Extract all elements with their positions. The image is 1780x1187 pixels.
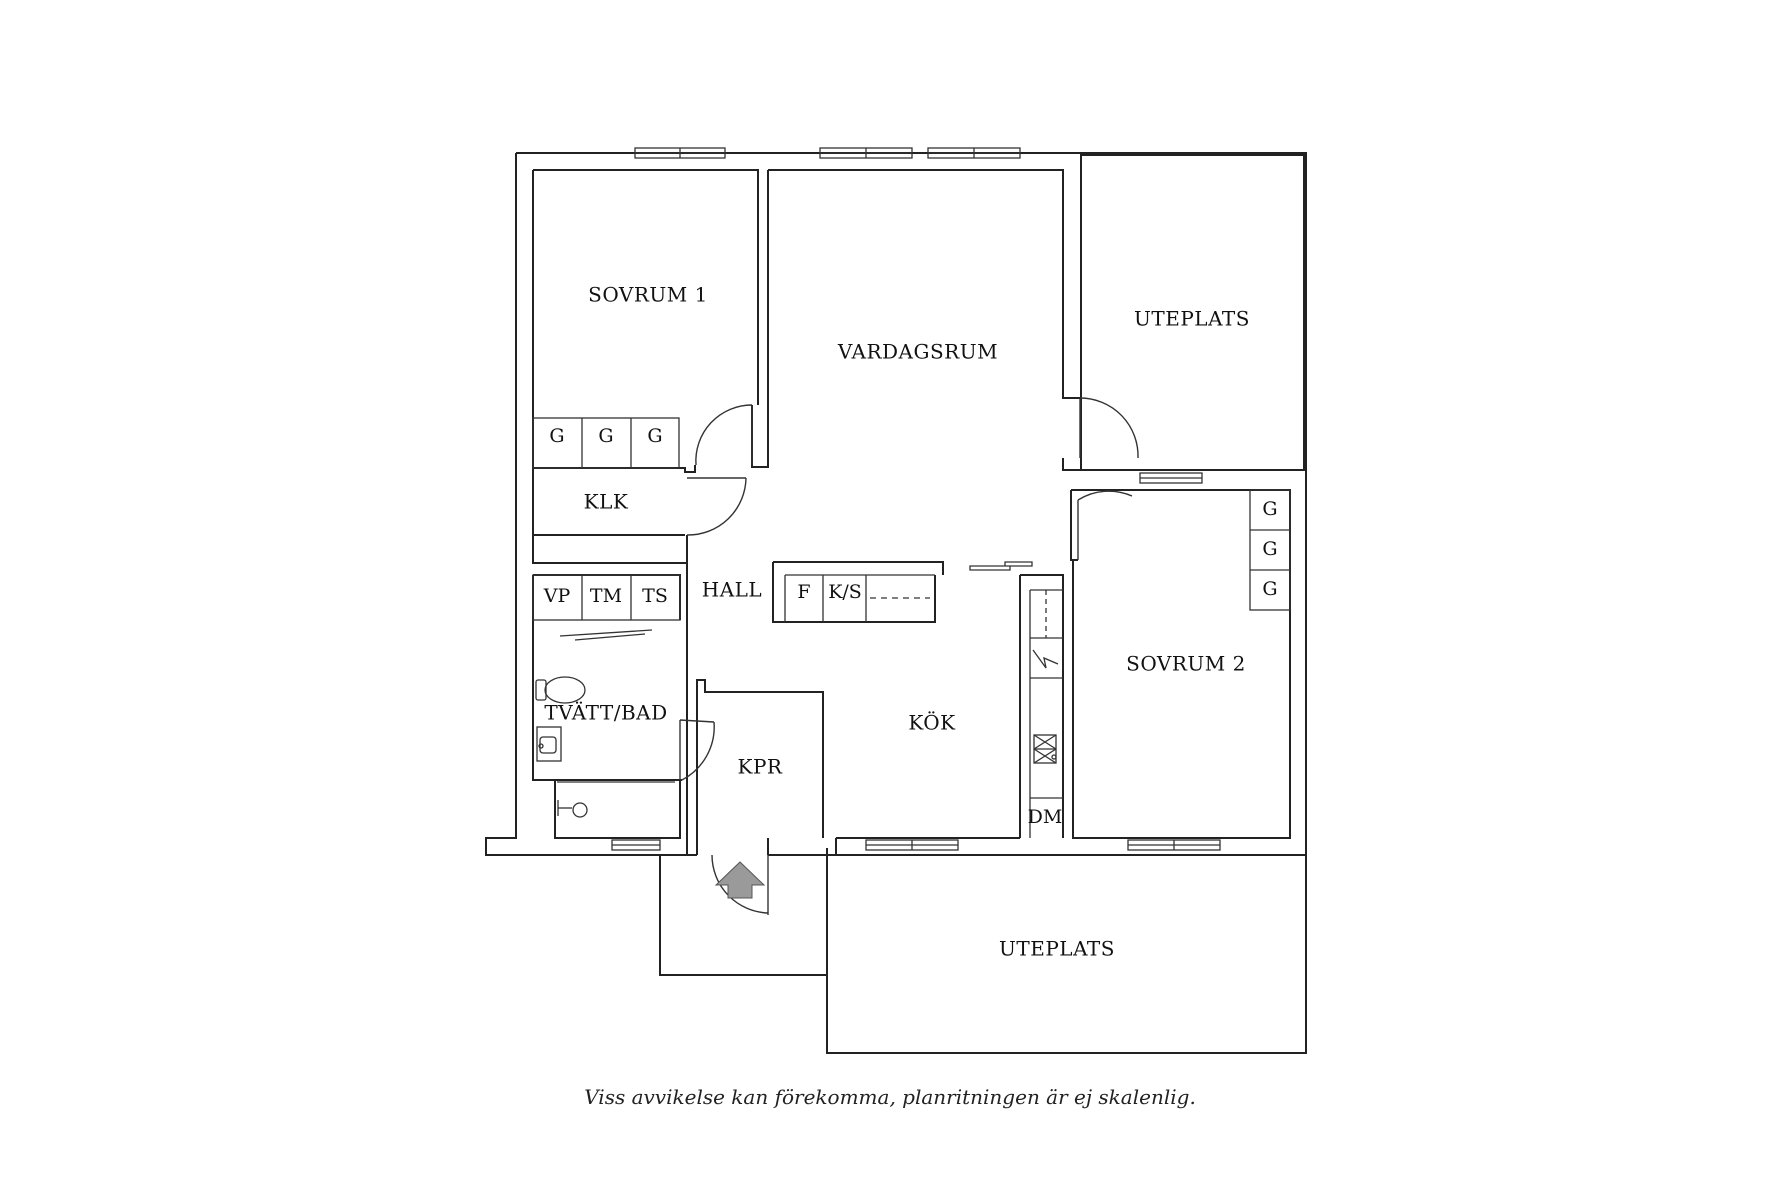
door-sovrum-2 [1077, 490, 1133, 560]
bathroom-fixtures [535, 676, 588, 818]
room-label-sovrum-1: SOVRUM 1 [588, 283, 708, 307]
window [634, 147, 726, 159]
room-label-uteplats-bottom: UTEPLATS [999, 937, 1115, 961]
window [611, 839, 661, 851]
washbasin-icon [536, 726, 562, 762]
door-klk [686, 477, 747, 536]
room-label-sovrum-2: SOVRUM 2 [1126, 652, 1246, 676]
room-labels: SOVRUM 1 VARDAGSRUM UTEPLATS KLK HALL TV… [544, 283, 1250, 961]
room-label-uteplats-top: UTEPLATS [1134, 307, 1250, 331]
sliding-door-bath [559, 629, 653, 641]
window [927, 147, 1021, 159]
hall-counter [784, 574, 935, 622]
window [1127, 839, 1221, 851]
interior-walls [532, 169, 1291, 855]
fixture-label-vp: VP [543, 585, 571, 607]
room-label-kpr: KPR [738, 755, 783, 779]
utility-row [532, 574, 681, 621]
wardrobes-sovrum-1 [532, 417, 680, 469]
wardrobe-label: G [647, 425, 662, 447]
room-label-tvatt-bad: TVÄTT/BAD [544, 701, 667, 725]
door-bath [679, 719, 715, 781]
fixture-label-ts: TS [642, 585, 668, 607]
disclaimer-caption: Viss avvikelse kan förekomma, planritnin… [584, 1085, 1196, 1109]
window [1139, 472, 1203, 484]
wardrobe-label: G [1262, 498, 1277, 520]
stove-symbol [1032, 649, 1059, 669]
fixture-labels: G G G G G G VP TM TS F K/S DM [543, 425, 1278, 828]
wardrobe-label: G [1262, 538, 1277, 560]
fixture-label-ks: K/S [828, 581, 862, 603]
wardrobe-label: G [598, 425, 613, 447]
kitchen-cabinets [1029, 589, 1063, 838]
room-label-klk: KLK [584, 490, 629, 514]
wardrobes-sovrum-2 [1249, 489, 1291, 611]
windows [611, 147, 1221, 851]
sliding-door-kitchen [969, 561, 1033, 571]
outer-walls [485, 152, 1307, 1054]
room-label-hall: HALL [702, 578, 762, 602]
fixture-label-f: F [797, 581, 810, 603]
wardrobe-label: G [549, 425, 564, 447]
toilet-icon [535, 676, 586, 704]
fixture-label-dm: DM [1028, 806, 1063, 828]
window [819, 147, 913, 159]
room-label-kok: KÖK [908, 710, 956, 735]
room-label-vardagsrum: VARDAGSRUM [837, 340, 998, 364]
entrance-arrow-icon [714, 861, 766, 899]
wardrobe-label: G [1262, 578, 1277, 600]
fixture-label-tm: TM [590, 585, 622, 607]
door-sovrum-1 [695, 404, 753, 466]
window [865, 839, 959, 851]
shower-icon [557, 800, 588, 818]
door-uteplats [1079, 397, 1139, 459]
